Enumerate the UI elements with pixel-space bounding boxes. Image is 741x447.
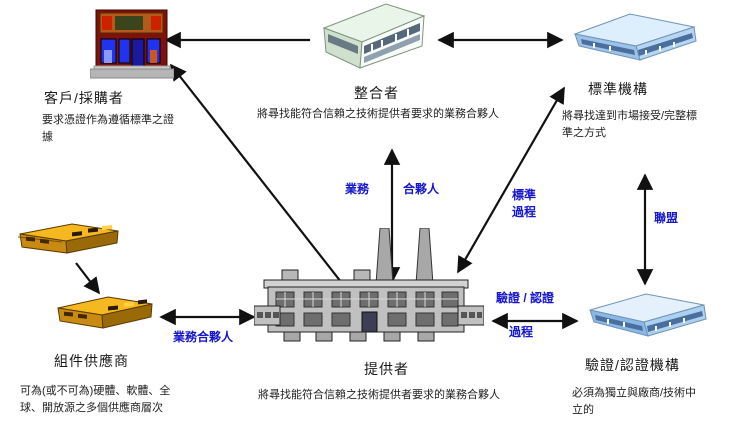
orange-warehouse-buildings-icon bbox=[18, 222, 120, 256]
entity-name-provider: 提供者 bbox=[364, 361, 409, 377]
arrow-label-process: 過程 bbox=[509, 325, 534, 339]
entity-name-standards: 標準機構 bbox=[588, 81, 648, 97]
arrow-label-standards-process-1: 標準 bbox=[512, 188, 537, 202]
green-office-building-icon bbox=[316, 2, 430, 74]
entity-caption-verification: 必須為獨立與廠商/技術中立的 bbox=[572, 387, 697, 416]
blue-office-building-icon bbox=[570, 12, 698, 70]
red-storefront-building-icon bbox=[90, 6, 174, 80]
entity-caption-supplier: 可為(或不可為)硬體、軟體、全球、開放源之多個供應商層次 bbox=[20, 385, 171, 414]
entity-name-supplier: 組件供應商 bbox=[54, 353, 129, 369]
gray-factory-building-icon bbox=[254, 228, 484, 344]
arrow-label-standards-process-2: 過程 bbox=[512, 205, 537, 219]
arrow-label-partner: 合夥人 bbox=[403, 182, 440, 196]
entity-name-verification: 驗證/認證機構 bbox=[585, 357, 680, 373]
arrow-label-alliance: 聯盟 bbox=[654, 211, 679, 225]
entity-caption-provider: 將尋找能符合信賴之技術提供者要求的業務合夥人 bbox=[258, 389, 500, 401]
arrow-label-business: 業務 bbox=[345, 182, 370, 196]
entity-name-integrator: 整合者 bbox=[354, 85, 399, 101]
entity-name-customer: 客戶/採購者 bbox=[44, 90, 124, 106]
arrow-label-business-partner: 業務合夥人 bbox=[173, 330, 234, 344]
arrow-supplier-stack bbox=[75, 262, 101, 295]
entity-caption-customer: 要求憑證作為遵循標準之證據 bbox=[42, 114, 174, 143]
entity-caption-integrator: 將尋找能符合信賴之技術提供者要求的業務合夥人 bbox=[257, 108, 499, 120]
blue-office-building-icon bbox=[584, 292, 708, 348]
entity-caption-standards: 將尋找達到市場接受/完整標準之方式 bbox=[562, 110, 698, 139]
orange-warehouse-building-icon bbox=[56, 294, 154, 332]
arrow-label-verify-certify: 驗證 / 認證 bbox=[496, 291, 555, 305]
